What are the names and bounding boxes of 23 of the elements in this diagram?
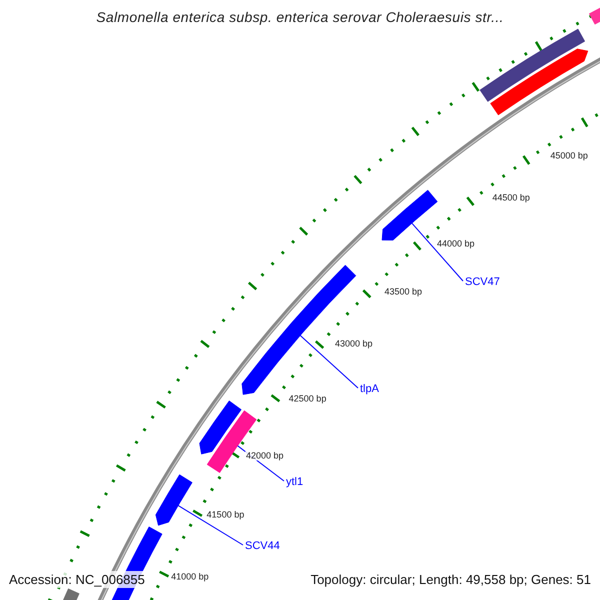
tick-label: 43000 bp bbox=[334, 340, 374, 349]
gene-segment bbox=[480, 28, 586, 102]
tick-label: 42000 bp bbox=[244, 451, 284, 460]
tick-label: 43500 bp bbox=[383, 288, 424, 297]
title: Salmonella enterica subsp. enterica serovar Choleraesuis str... bbox=[95, 9, 505, 25]
gene-feature bbox=[199, 400, 242, 454]
tick-label: 44000 bp bbox=[436, 239, 476, 248]
leader-line bbox=[300, 335, 358, 388]
tick-label: 41000 bp bbox=[170, 572, 210, 582]
tick-label: 41500 bp bbox=[206, 510, 246, 520]
gene-feature bbox=[490, 48, 588, 116]
leader-line bbox=[178, 505, 244, 546]
gene-label: SCV47 bbox=[465, 276, 500, 288]
gene-feature bbox=[382, 190, 438, 240]
leader-line bbox=[411, 222, 464, 282]
gene-label: SCV44 bbox=[245, 540, 280, 552]
gene-label: tlpA bbox=[360, 382, 379, 396]
tick-label: 45000 bp bbox=[549, 152, 589, 161]
gene-feature bbox=[155, 474, 192, 526]
accession-text: Accession: NC_006855 bbox=[9, 571, 145, 588]
tick-label: 44500 bp bbox=[491, 194, 531, 203]
tick-label: 42500 bp bbox=[288, 394, 328, 404]
gene-label: ytl1 bbox=[286, 476, 304, 488]
